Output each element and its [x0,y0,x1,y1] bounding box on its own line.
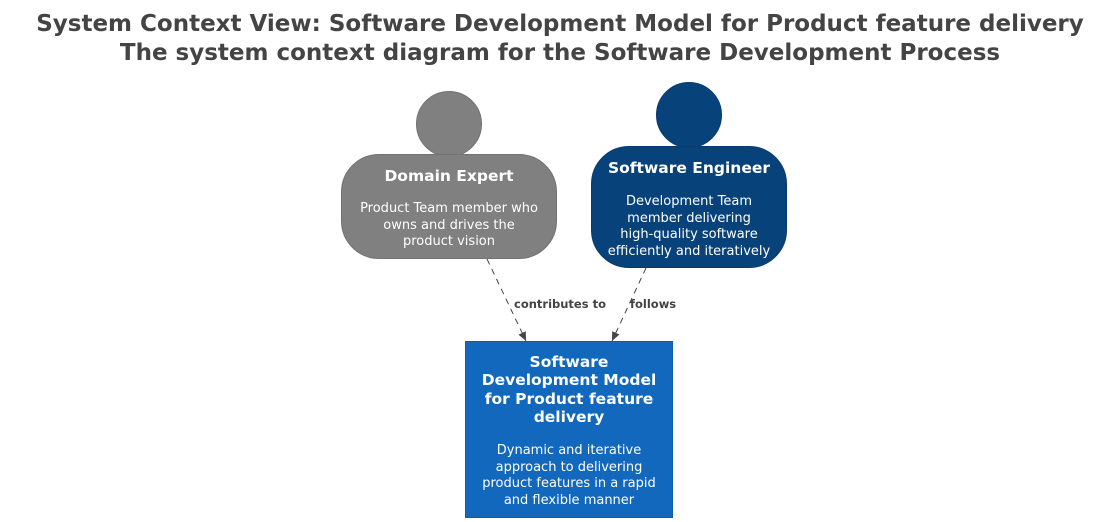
description-line: approach to delivering [495,459,643,475]
description-line: member delivering [627,210,751,226]
system-name-line: for Product feature [484,389,654,408]
domain-expert-person-icon [416,91,482,157]
description-line: Development Team [625,194,752,209]
edge-label-contributes-to: contributes to [514,297,606,311]
edge-contributes-to [486,258,527,342]
description-line: owns and drives the [383,217,515,233]
software-engineer-name: Software Engineer [607,159,771,177]
system-description: Dynamic and iterative approach to delive… [472,443,666,509]
description-line: and flexible manner [503,492,635,508]
domain-expert-description: Product Team member who owns and drives … [348,201,550,251]
software-engineer-node[interactable]: Software Engineer Development Team membe… [591,146,787,268]
system-name: Software Development Model for Product f… [474,353,664,426]
description-line: efficiently and iteratively [607,243,771,259]
software-engineer-person-icon [656,82,722,148]
description-line: product vision [402,234,495,249]
system-name-line: Development Model [481,371,657,390]
diagram-subtitle: The system context diagram for the Softw… [119,40,1001,66]
software-development-model-system-node[interactable]: Software Development Model for Product f… [465,341,673,518]
software-engineer-description: Development Team member delivering high-… [598,194,780,260]
description-line: product features in a rapid [482,476,656,491]
edge-follows [611,267,647,342]
description-line: Product Team member who [360,201,538,216]
system-name-line: delivery [533,407,605,426]
system-name-line: Software [529,353,609,371]
domain-expert-node[interactable]: Domain Expert Product Team member who ow… [341,154,557,259]
domain-expert-name: Domain Expert [384,167,514,185]
description-line: Dynamic and iterative [496,443,642,458]
diagram-title: System Context View: Software Developmen… [36,11,1084,37]
description-line: high-quality software [620,227,758,242]
edge-label-follows: follows [630,297,677,311]
